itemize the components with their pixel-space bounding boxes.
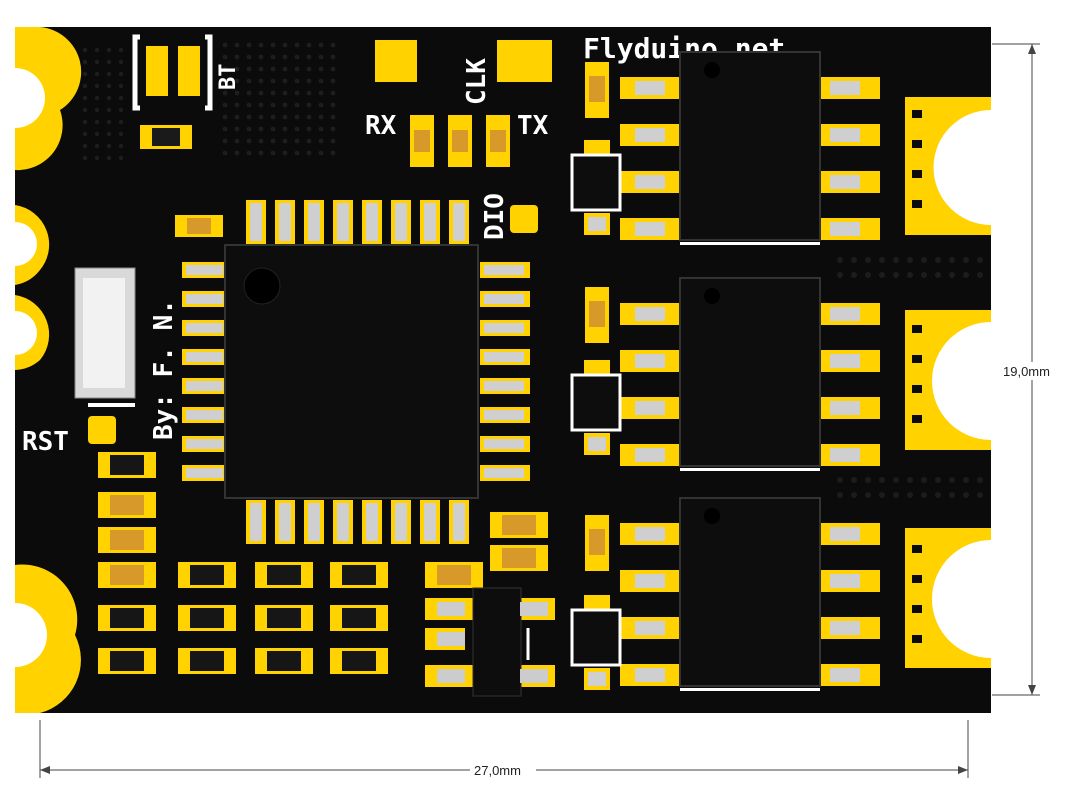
- width-label: 27,0mm: [474, 763, 521, 778]
- clk-pad: [375, 40, 417, 82]
- mosfet-drivers: [620, 51, 880, 691]
- silk-rst: RST: [22, 427, 69, 457]
- silk-author: By: F. N.: [149, 299, 179, 440]
- tx-pad-top: [497, 40, 552, 82]
- silk-dio: DIO: [480, 193, 510, 240]
- silk-bt: BT: [216, 64, 241, 91]
- clk-caps: [410, 115, 510, 167]
- dio-pad: [510, 205, 538, 233]
- silk-tx: TX: [517, 111, 549, 141]
- mcu-qfp: [182, 200, 530, 544]
- rst-pad: [88, 416, 116, 444]
- dimension-height: [992, 43, 1064, 696]
- bt-jumper: [132, 34, 213, 111]
- reset-switch: [74, 267, 136, 407]
- sot-transistors: [570, 140, 622, 690]
- silk-clk: CLK: [462, 58, 492, 105]
- left-edge-pads: [0, 27, 82, 713]
- height-label: 19,0mm: [1003, 364, 1050, 379]
- via-field: [82, 42, 983, 498]
- dimension-width: [39, 720, 969, 778]
- right-edge-pads: [905, 97, 991, 668]
- voltage-regulator: [425, 587, 555, 697]
- resistor-top-left: [140, 125, 192, 149]
- silk-rx: RX: [365, 111, 397, 141]
- passive-components: [98, 62, 609, 674]
